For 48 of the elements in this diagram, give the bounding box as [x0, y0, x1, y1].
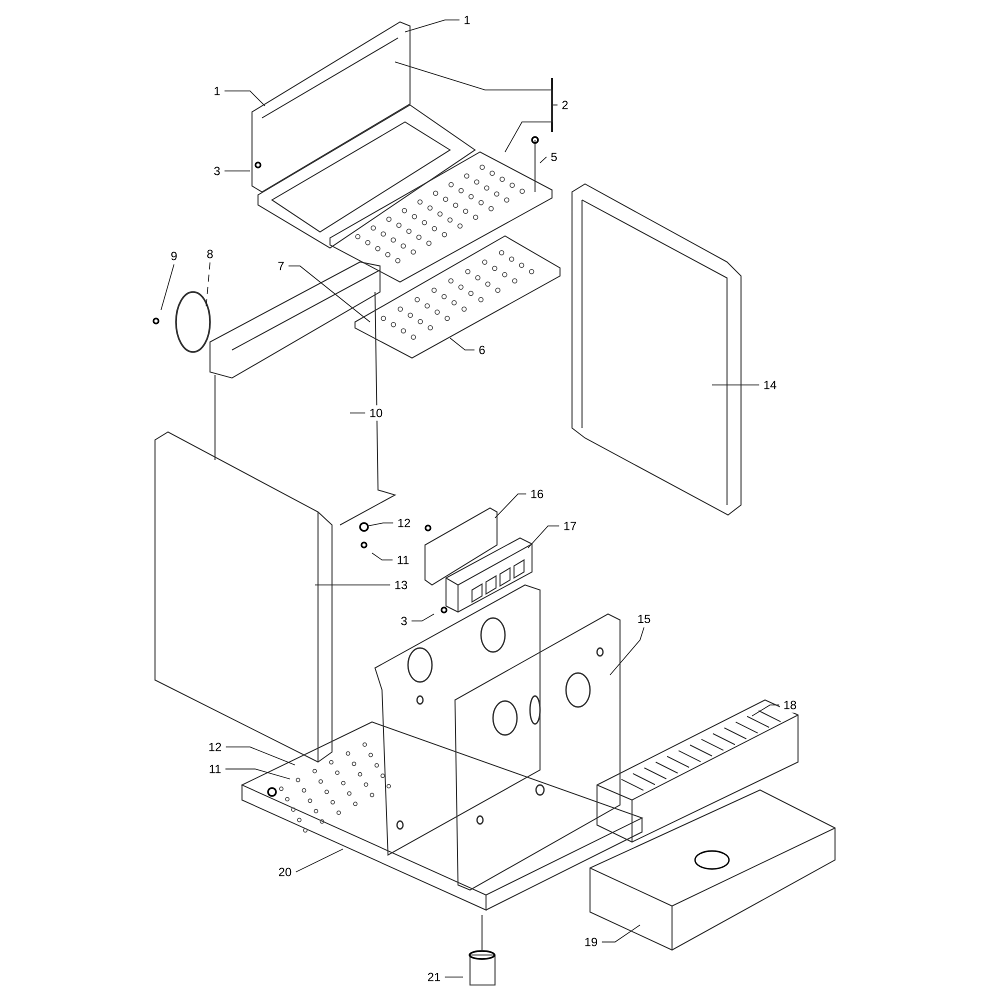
leader-line [224, 768, 290, 780]
leader-line [712, 384, 760, 386]
leader-line [494, 494, 527, 518]
leader-line [314, 584, 391, 586]
callout-number: 11 [393, 552, 413, 568]
leader-line [610, 626, 644, 676]
callout-number: 5 [547, 149, 561, 165]
callout-number: 21 [424, 969, 444, 985]
leader-line [404, 20, 460, 32]
callout-number: 12 [394, 515, 414, 531]
callout-number: 11 [205, 761, 225, 777]
callout-number: 15 [634, 611, 654, 627]
callout-number: 12 [204, 739, 226, 755]
callout-number: 8 [203, 246, 217, 262]
leader-line [601, 924, 640, 942]
leader-line [206, 262, 210, 308]
callout-number: 9 [167, 248, 181, 264]
callout-number: 13 [390, 577, 412, 593]
leader-line [444, 976, 464, 978]
leader-line [540, 156, 547, 164]
leader-line [752, 704, 780, 716]
callout-number: 16 [526, 486, 548, 502]
callout-number: 10 [366, 405, 386, 421]
callout-number: 1 [460, 12, 474, 28]
callout-number: 3 [210, 163, 224, 179]
leader-line [160, 264, 174, 310]
callout-number: 18 [780, 697, 800, 713]
leader-line [450, 338, 475, 350]
leader-line [295, 848, 344, 872]
leader-line [225, 746, 296, 766]
leader-line [372, 552, 394, 560]
callout-number: 7 [274, 258, 288, 274]
callout-number: 20 [274, 864, 296, 880]
leader-line [224, 170, 250, 172]
callout-number: 3 [397, 613, 411, 629]
callout-number: 19 [580, 934, 602, 950]
callout-number: 2 [558, 97, 572, 113]
leader-line [368, 522, 394, 526]
leader-line [528, 526, 560, 548]
leader-line [224, 90, 266, 106]
callout-number: 6 [475, 342, 489, 358]
leader-line [411, 614, 434, 622]
callout-number: 17 [560, 518, 580, 534]
leader-line [288, 266, 370, 322]
callout-number: 1 [210, 83, 224, 99]
callout-number: 14 [760, 377, 780, 393]
leader-line [350, 412, 366, 414]
leader-line [504, 104, 558, 152]
